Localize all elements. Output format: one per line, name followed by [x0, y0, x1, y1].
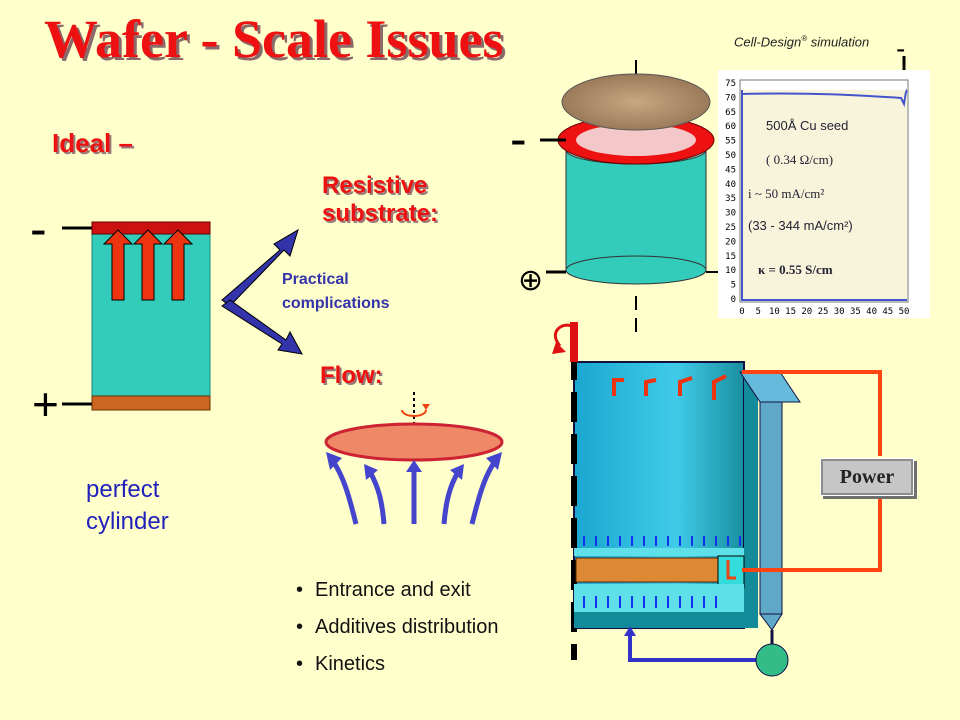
tank-flow-arrows-lower: [583, 596, 717, 608]
x-axis-ticks: 0 5 10 15 20 25 30 35 40 45 50: [739, 307, 909, 317]
simulation-note-name: Cell-Design: [734, 34, 802, 50]
y-tick-label: 25: [725, 223, 736, 233]
y-tick-label: 0: [731, 295, 736, 305]
power-supply-button[interactable]: Power: [820, 458, 914, 496]
y-tick-label: 65: [725, 108, 736, 118]
page-title: Wafer - Scale Issues: [44, 9, 504, 69]
tank-flow-arrows-upper: [583, 536, 741, 546]
minus-sign-sim: -: [896, 33, 905, 64]
y-tick-label: 30: [725, 209, 736, 219]
ideal-label: Ideal –: [52, 128, 133, 158]
simulation-note-suffix: simulation: [807, 34, 870, 50]
annotation-current: i ~ 50 mA/cm²: [748, 186, 825, 201]
x-tick-label: 0: [739, 307, 744, 317]
x-tick-label: 35: [850, 307, 861, 317]
y-tick-label: 55: [725, 137, 736, 147]
y-tick-label: 20: [725, 237, 736, 247]
x-tick-label: 45: [882, 307, 893, 317]
y-tick-label: 75: [725, 79, 736, 89]
list-item: Kinetics: [296, 646, 498, 683]
minus-sign-cell: -: [510, 111, 527, 167]
resistive-substrate-cell: [540, 60, 720, 340]
registered-mark: ®: [801, 34, 808, 43]
ideal-cylinder: [62, 221, 211, 411]
x-tick-label: 20: [801, 307, 812, 317]
practical-complications-label: Practical complications: [282, 271, 390, 312]
minus-sign-left: -: [30, 201, 47, 257]
power-wires: [742, 370, 882, 572]
x-tick-label: 5: [755, 307, 760, 317]
y-tick-label: 45: [725, 165, 736, 175]
y-tick-label: 35: [725, 194, 736, 204]
annotation-current-range: (33 - 344 mA/cm²): [748, 218, 853, 233]
y-tick-label: 60: [725, 122, 736, 132]
y-tick-label: 50: [725, 151, 736, 161]
x-tick-label: 30: [834, 307, 845, 317]
x-tick-label: 25: [818, 307, 829, 317]
flow-label: Flow:: [320, 362, 383, 389]
plus-sign-left: +: [32, 378, 59, 430]
resistive-substrate-label: Resistive substrate:: [322, 172, 439, 227]
y-tick-label: 15: [725, 252, 736, 262]
list-item: Additives distribution: [296, 609, 498, 646]
y-tick-label: 70: [725, 93, 736, 103]
y-tick-label: 40: [725, 180, 736, 190]
complications-list: Entrance and exit Additives distribution…: [296, 572, 498, 683]
recirculation-pipe: [628, 632, 760, 662]
annotation-resistance: ( 0.34 Ω/cm): [766, 152, 834, 167]
perfect-cylinder-label: perfect cylinder: [86, 476, 169, 535]
y-tick-label: 5: [731, 281, 736, 291]
annotation-conductivity: κ = 0.55 S/cm: [758, 262, 833, 277]
simulation-note: Cell-Design® simulation: [734, 34, 869, 49]
plating-tank: [552, 322, 882, 677]
y-tick-label: 10: [725, 266, 736, 276]
list-item: Entrance and exit: [296, 572, 498, 609]
branch-arrows: [221, 228, 303, 355]
x-tick-label: 15: [785, 307, 796, 317]
plus-circle-sign: ⊕: [518, 264, 543, 297]
x-tick-label: 10: [769, 307, 780, 317]
current-arrows: [102, 229, 194, 301]
x-tick-label: 50: [899, 307, 910, 317]
x-tick-label: 40: [866, 307, 877, 317]
annotation-seed: 500Å Cu seed: [766, 118, 849, 133]
flow-diagram: [324, 392, 504, 525]
